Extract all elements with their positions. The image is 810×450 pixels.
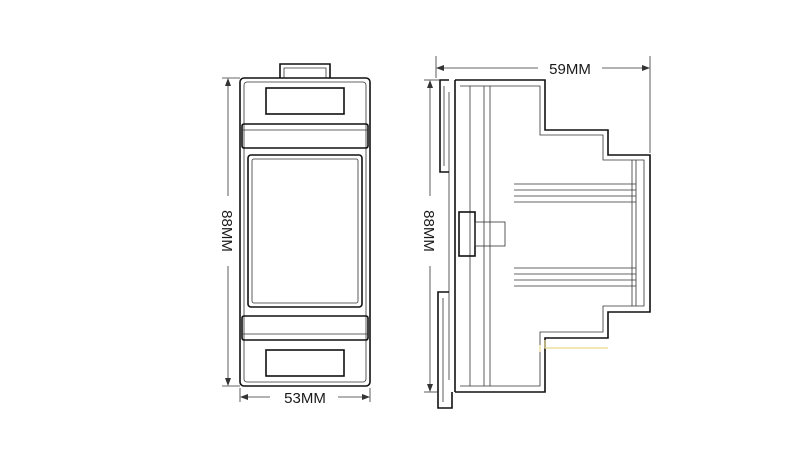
front-display-window — [247, 154, 363, 308]
front-upper-band — [241, 123, 369, 149]
front-top-label-window — [265, 87, 345, 115]
side-depth-label: 59MM — [549, 61, 591, 78]
front-lower-band — [241, 315, 369, 341]
side-depth-dimension: 59MM — [435, 56, 651, 153]
front-width-label: 53MM — [284, 390, 326, 407]
front-height-label: 88MM — [218, 210, 235, 252]
front-body-outline — [239, 77, 371, 387]
side-din-clip-top — [439, 79, 449, 173]
side-height-dimension: 88MM — [420, 79, 440, 393]
side-din-clip-bottom — [437, 291, 453, 409]
front-bottom-label-window — [265, 349, 345, 377]
side-mid-latch — [458, 211, 476, 257]
front-height-dimension: 88MM — [218, 77, 240, 387]
front-view — [239, 63, 371, 387]
side-view — [437, 79, 651, 409]
front-top-tab — [279, 63, 331, 78]
front-width-dimension: 53MM — [239, 388, 371, 407]
side-height-label: 88MM — [420, 210, 437, 252]
